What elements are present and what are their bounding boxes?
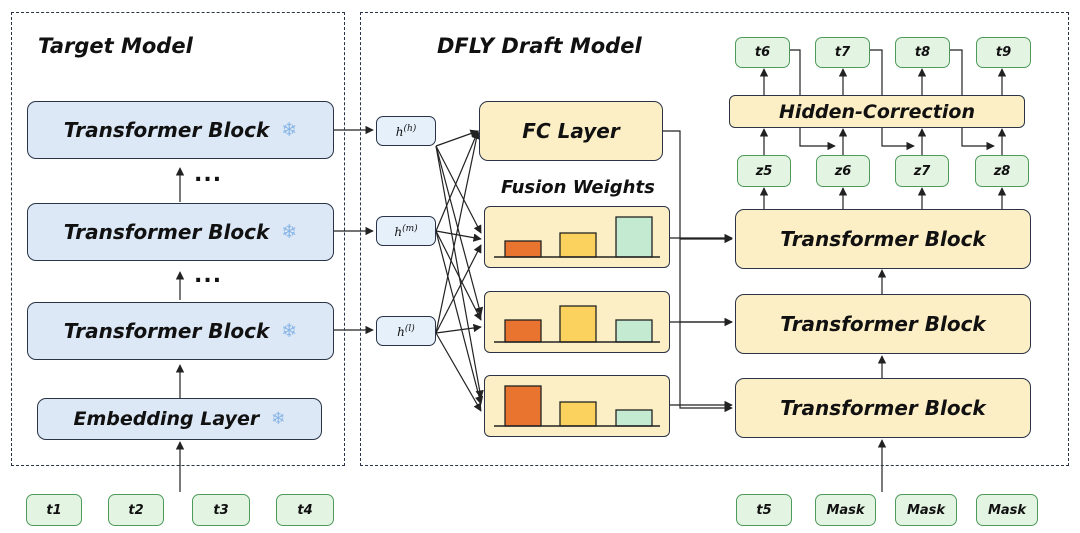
draft-transformer-block-middle: Transformer Block [735,294,1031,354]
hidden-state-l: h(l) [376,316,436,346]
mask-token: Mask [815,494,876,526]
input-token: t1 [26,494,82,526]
fc-layer: FC Layer [479,101,663,161]
target-transformer-block-middle: Transformer Block ❄ [27,203,334,261]
fusion-weight-bar [614,408,653,427]
fusion-weights-title: Fusion Weights [501,177,655,198]
hidden-state-h: h(h) [376,116,436,146]
fusion-weight-bar [614,215,653,258]
target-block-label: Transformer Block [63,319,270,343]
target-transformer-block-top: Transformer Block ❄ [27,101,334,159]
ellipsis: ... [194,162,223,187]
draft-block-label: Transformer Block [780,227,986,251]
mask-token: Mask [895,494,957,526]
z-token: z5 [737,155,791,187]
draft-block-label: Transformer Block [780,312,986,336]
embedding-layer-label: Embedding Layer [73,408,260,430]
hidden-state-sup: (m) [402,223,418,234]
input-token: t4 [276,494,334,526]
hidden-correction-label: Hidden-Correction [779,100,975,123]
z-token: z7 [895,155,949,187]
fc-layer-label: FC Layer [522,119,620,143]
z-token: z6 [816,155,870,187]
fusion-weight-bar [558,304,597,343]
hidden-state-base: h [397,324,405,339]
fusion-weights-3 [484,375,670,437]
hidden-state-base: h [395,124,404,139]
target-model-panel [11,12,345,466]
output-token: t8 [895,37,950,68]
snowflake-icon: ❄ [281,320,298,342]
fusion-weights-2 [484,291,670,353]
target-block-label: Transformer Block [63,220,270,244]
z-token: z8 [975,155,1029,187]
snowflake-icon: ❄ [281,119,298,141]
fusion-weights-chart [493,384,660,427]
fusion-weights-1 [484,206,670,268]
mask-token: Mask [976,494,1038,526]
output-token: t9 [976,37,1031,68]
fusion-weights-chart [493,304,660,343]
ellipsis: ... [194,263,223,288]
fusion-weight-bar [503,318,542,343]
draft-model-title: DFLY Draft Model [437,34,642,58]
fusion-weights-chart [493,215,660,258]
input-token: t5 [736,494,792,526]
fusion-weight-bar [614,318,653,343]
fusion-weight-bar [558,400,597,427]
hidden-state-m: h(m) [376,216,436,246]
hidden-state-sup: (l) [404,323,415,334]
hidden-correction: Hidden-Correction [729,95,1025,128]
hidden-state-base: h [394,224,403,239]
input-token: t3 [192,494,250,526]
draft-model-panel [360,12,1069,466]
snowflake-icon: ❄ [271,409,286,429]
draft-transformer-block-bottom: Transformer Block [735,378,1031,438]
fusion-weight-bar [558,231,597,258]
input-token: t2 [108,494,164,526]
target-model-title: Target Model [38,34,193,58]
fusion-weight-bar [503,384,542,427]
target-block-label: Transformer Block [63,118,270,142]
output-token: t7 [815,37,870,68]
output-token: t6 [735,37,790,68]
hidden-state-sup: (h) [403,123,417,134]
embedding-layer: Embedding Layer ❄ [37,398,322,440]
target-transformer-block-bottom: Transformer Block ❄ [27,302,334,360]
snowflake-icon: ❄ [281,221,298,243]
draft-transformer-block-top: Transformer Block [735,209,1031,269]
fusion-weight-bar [503,239,542,258]
draft-block-label: Transformer Block [780,396,986,420]
